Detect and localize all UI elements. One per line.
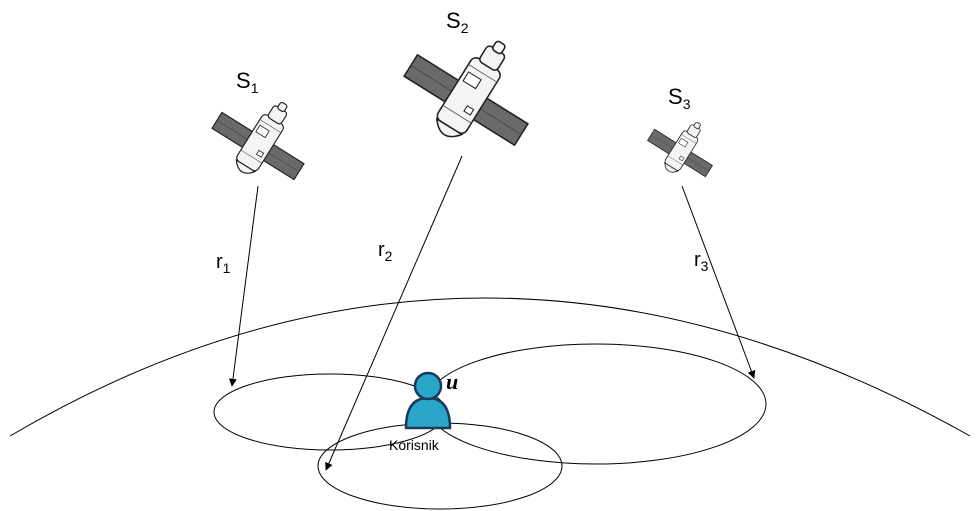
sphere-footprint-2 bbox=[317, 422, 563, 510]
sphere-footprint-3 bbox=[425, 343, 767, 465]
range-line-1 bbox=[228, 185, 259, 387]
range-line-3 bbox=[681, 185, 756, 379]
satellite-label-1: S1 bbox=[236, 68, 259, 96]
range-label-1: r1 bbox=[216, 251, 231, 276]
user-symbol: u bbox=[446, 369, 458, 394]
satellite-1-icon bbox=[200, 77, 327, 199]
range-label-2: r2 bbox=[378, 239, 393, 264]
satellite-label-2: S2 bbox=[446, 8, 469, 36]
satellite-3-icon bbox=[639, 104, 728, 190]
satellite-2-icon bbox=[388, 7, 558, 171]
user-caption: Korisnik bbox=[389, 437, 440, 453]
range-label-3: r3 bbox=[694, 249, 709, 274]
range-line-2 bbox=[325, 155, 463, 471]
satellite-label-3: S3 bbox=[668, 84, 691, 112]
earth-horizon-arc bbox=[9, 297, 971, 437]
user-icon bbox=[404, 371, 452, 430]
